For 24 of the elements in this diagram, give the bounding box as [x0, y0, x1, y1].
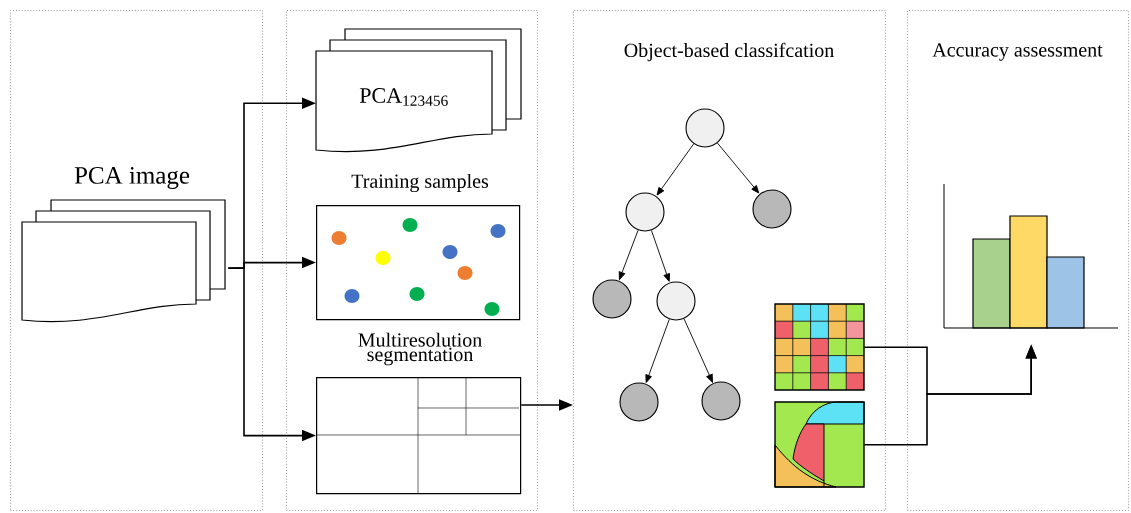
document-stack: PCA$_{123456}$: [315, 28, 522, 153]
heading: PCA image: [74, 167, 190, 189]
panel: [286, 10, 538, 511]
tree-node: [685, 108, 725, 148]
arrow: [717, 142, 760, 194]
heading: Multiresolution segmentation: [358, 332, 482, 366]
heading: Training samples: [351, 173, 489, 193]
tree-node: [752, 189, 792, 229]
panel: [10, 10, 263, 511]
panel: Object-based classifcation: [573, 10, 886, 511]
classification-grid-drawing: [774, 303, 865, 391]
tree-node: [619, 382, 659, 422]
tree-node: [625, 192, 665, 232]
tree-node: [656, 281, 696, 321]
arrow: [656, 143, 695, 196]
tree-node: [701, 381, 741, 421]
arrow: [618, 229, 639, 280]
arrow: [651, 230, 670, 282]
segment-map-drawing: [774, 401, 865, 488]
tree-node: [592, 279, 632, 319]
panel: Accuracy assessment: [907, 10, 1129, 511]
bar-chart-drawing: [943, 183, 1119, 329]
arrow: [645, 318, 670, 383]
arrow: [683, 318, 713, 383]
